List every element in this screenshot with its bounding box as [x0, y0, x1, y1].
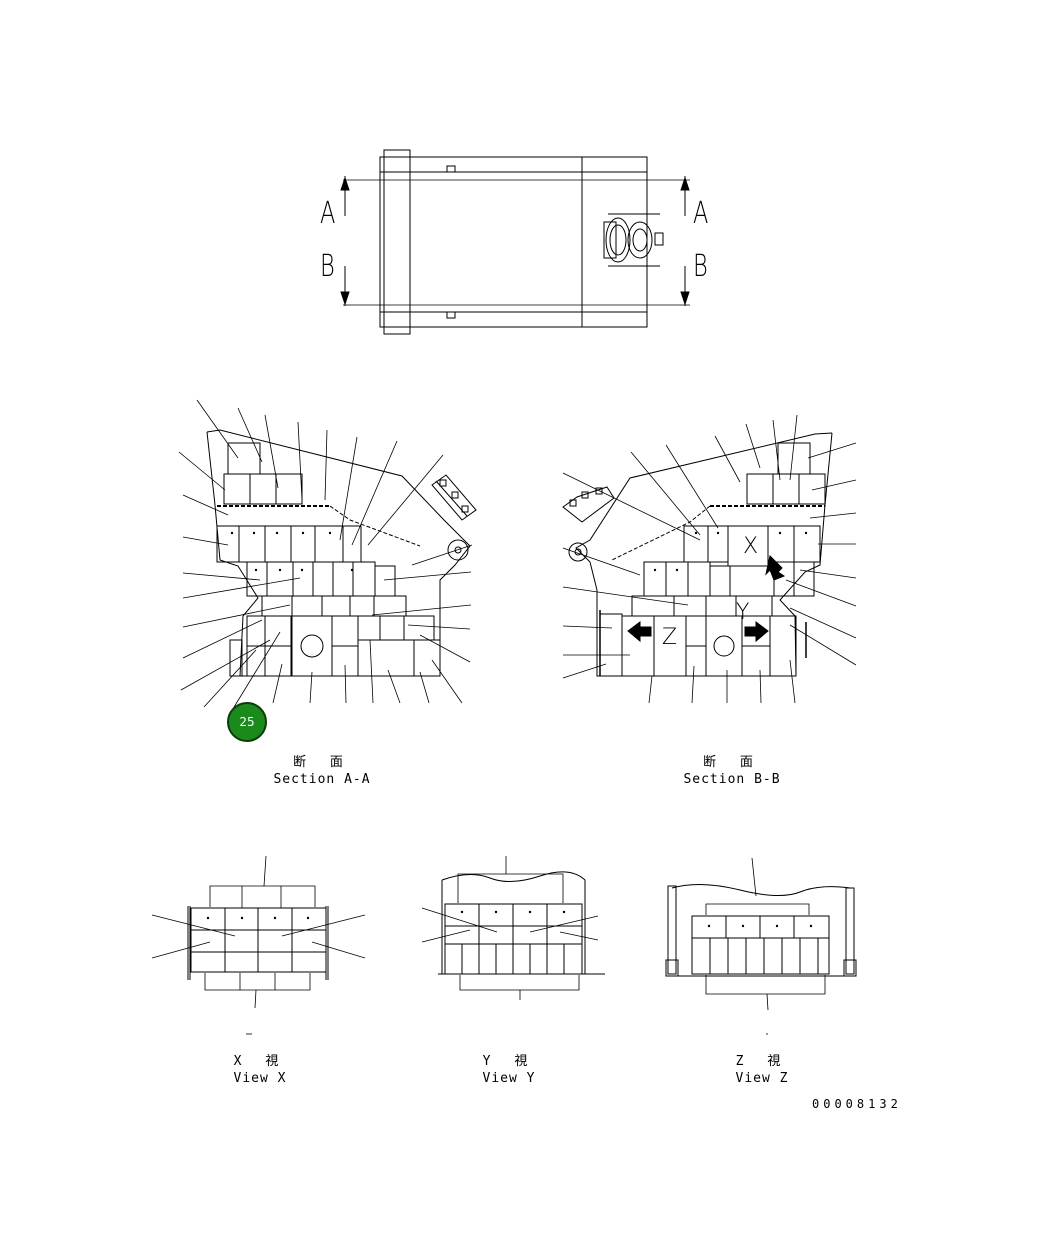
- view-z-title-jp: Z 視: [735, 1054, 789, 1069]
- section-aa-caption: 断 面 Section A-A: [262, 754, 382, 788]
- section-bb-caption: 断 面 Section B-B: [672, 754, 792, 788]
- view-z-caption: Z 視 View Z: [712, 1053, 812, 1087]
- section-aa: [178, 399, 477, 713]
- drive-unit: [603, 213, 664, 267]
- view-y-drawing: [421, 856, 605, 1000]
- section-bb: [562, 414, 857, 704]
- view-marker-x: X: [743, 534, 759, 559]
- view-z-drawing: [665, 857, 857, 1035]
- fastener-dots: [206, 531, 813, 928]
- section-label-b-left: B: [320, 249, 335, 284]
- view-x-title-jp: X 視: [233, 1054, 287, 1069]
- view-z-title-en: View Z: [735, 1071, 789, 1086]
- view-x-caption: X 視 View X: [210, 1053, 310, 1087]
- section-label-b-right: B: [693, 249, 708, 284]
- callout-badge-25[interactable]: 25: [227, 702, 267, 742]
- view-x-drawing: [151, 855, 366, 1035]
- section-aa-title-en: Section A-A: [273, 772, 371, 787]
- view-y-title-jp: Y 視: [482, 1054, 536, 1069]
- view-y-title-en: View Y: [482, 1071, 536, 1086]
- view-marker-y: Y: [736, 600, 750, 625]
- view-y-caption: Y 視 View Y: [459, 1053, 559, 1087]
- section-bb-title-en: Section B-B: [683, 772, 781, 787]
- section-label-a-left: A: [320, 196, 336, 231]
- section-bb-title-jp: 断 面: [703, 755, 761, 770]
- section-label-a-right: A: [693, 196, 709, 231]
- drawing-number: 00008132: [812, 1097, 902, 1111]
- section-aa-title-jp: 断 面: [293, 755, 351, 770]
- view-marker-z: Z: [662, 625, 678, 650]
- top-view: [340, 149, 690, 335]
- view-x-title-en: View X: [233, 1071, 287, 1086]
